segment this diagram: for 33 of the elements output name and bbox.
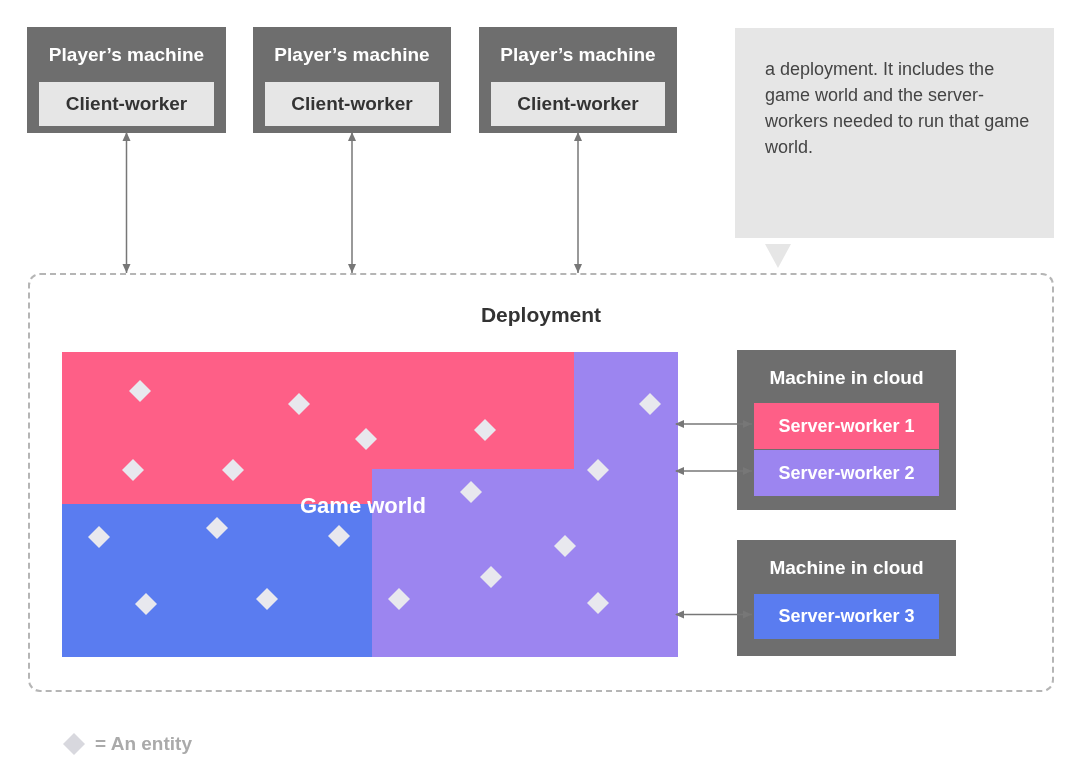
node-label: Client-worker bbox=[65, 91, 188, 116]
double-arrow bbox=[675, 420, 753, 428]
deployment-boundary bbox=[28, 273, 1054, 692]
node-label: Player’s machine bbox=[48, 43, 205, 67]
game-world-map bbox=[62, 352, 678, 657]
node-label: Machine in cloud bbox=[769, 556, 924, 580]
node-label: Client-worker bbox=[517, 91, 639, 116]
node-label: Deployment bbox=[480, 302, 602, 328]
node-label: Player’s machine bbox=[274, 43, 430, 67]
legend-text: = An entity bbox=[95, 732, 192, 756]
server-worker-box bbox=[754, 594, 939, 639]
node-label: Player’s machine bbox=[500, 43, 656, 67]
machine-box bbox=[479, 27, 677, 133]
double-arrow bbox=[675, 610, 753, 619]
server-worker-box bbox=[754, 450, 939, 496]
client-worker-box bbox=[39, 82, 214, 126]
cloud-machine-box bbox=[737, 350, 956, 510]
client-worker-box bbox=[265, 82, 439, 126]
client-worker-box bbox=[491, 82, 665, 126]
machine-box bbox=[27, 27, 226, 133]
node-label: Client-worker bbox=[291, 91, 413, 116]
machine-box bbox=[253, 27, 451, 133]
double-arrow bbox=[675, 467, 753, 475]
double-arrow bbox=[574, 132, 582, 274]
node-label: Machine in cloud bbox=[769, 366, 924, 390]
node-label: Server-worker 1 bbox=[778, 414, 915, 438]
cloud-machine-box bbox=[737, 540, 956, 656]
server-worker-box bbox=[754, 403, 939, 449]
double-arrow bbox=[122, 132, 131, 274]
double-arrow bbox=[348, 132, 356, 274]
node-label: Server-worker 3 bbox=[778, 605, 915, 628]
callout-text: a deployment. It includes the game world and the server-workers needed to run that game world. bbox=[765, 59, 1030, 157]
node-label: Server-worker 2 bbox=[778, 461, 915, 485]
